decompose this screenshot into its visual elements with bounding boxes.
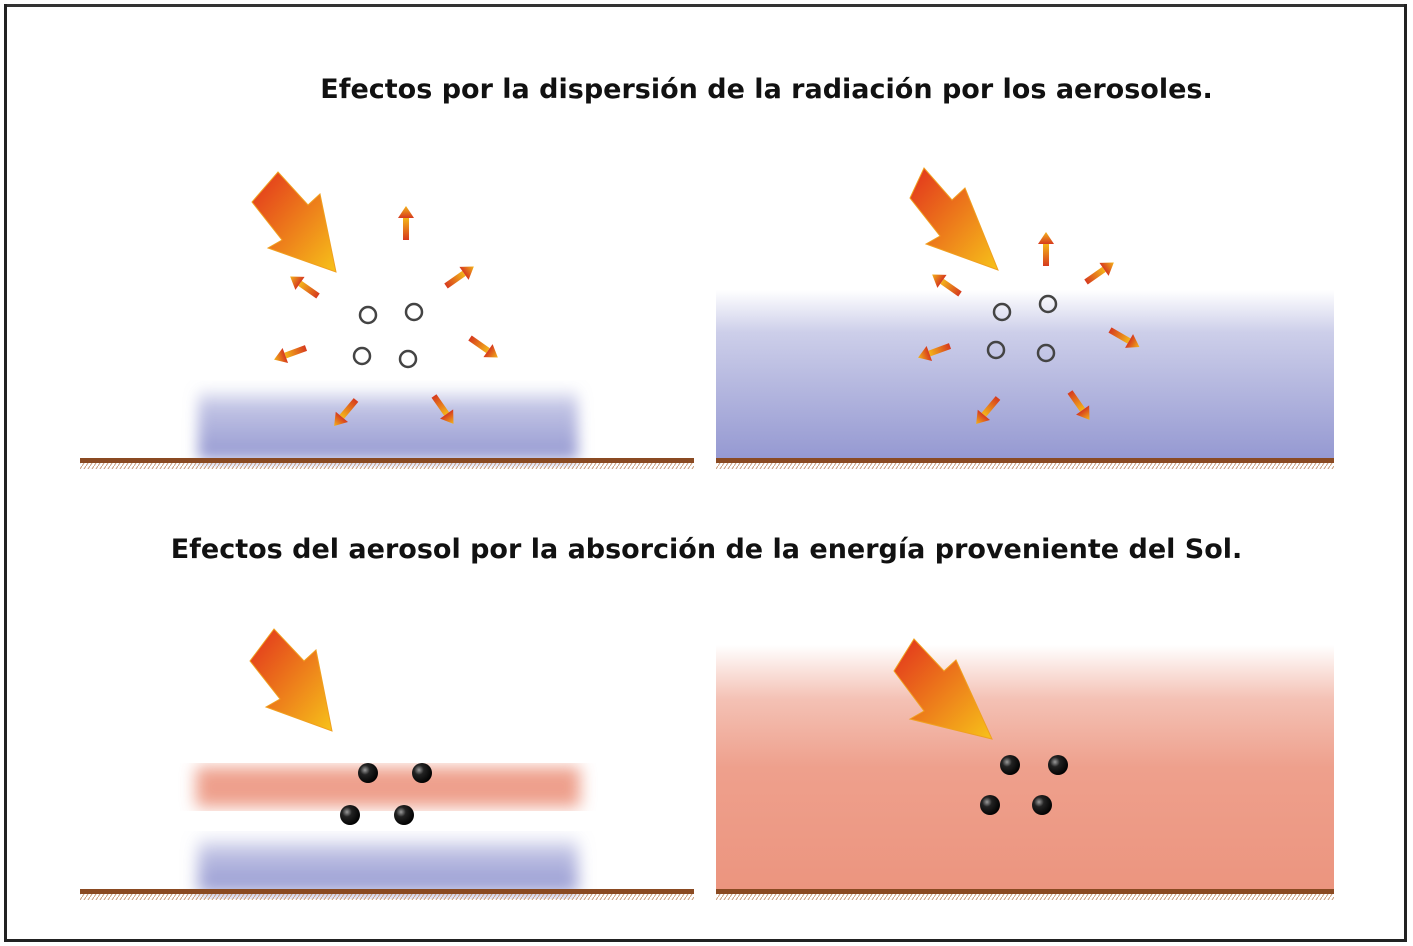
panel-absorption-thin-layer xyxy=(78,615,698,915)
solar-radiation-arrow xyxy=(249,628,333,732)
absorbing-aerosols xyxy=(340,763,432,825)
ground-line xyxy=(716,458,1334,463)
diagram-frame xyxy=(4,4,1407,942)
thick-absorbing-layer xyxy=(716,645,1334,891)
panel-scattering-thick-layer xyxy=(714,160,1344,480)
scattering-aerosols xyxy=(352,302,424,369)
panel-scattering-thin-layer xyxy=(78,160,698,480)
ground-line xyxy=(80,458,694,463)
solar-radiation-arrow xyxy=(909,167,999,271)
absorbing-aerosols xyxy=(980,755,1068,815)
ground-line xyxy=(80,889,694,894)
ground-hatch xyxy=(80,894,694,900)
top-border xyxy=(4,4,1407,7)
absorption-heading: Efectos del aerosol por la absorción de … xyxy=(170,534,1243,565)
ground-line xyxy=(716,889,1334,894)
boundary-layer xyxy=(198,388,578,460)
scattering-aerosols xyxy=(986,294,1058,363)
boundary-layer xyxy=(198,837,578,893)
thick-boundary-layer xyxy=(716,290,1334,460)
panel-absorption-thick-layer xyxy=(714,615,1344,915)
scattered-arrows xyxy=(918,232,1140,425)
ground-hatch xyxy=(80,463,694,469)
ground-hatch xyxy=(716,463,1334,469)
solar-radiation-arrow xyxy=(893,638,993,740)
scattering-heading: Efectos por la dispersión de la radiació… xyxy=(320,74,1213,105)
absorbing-aerosol-layer xyxy=(196,767,580,807)
solar-radiation-arrow xyxy=(251,171,337,273)
scattered-arrows xyxy=(274,206,498,427)
ground-hatch xyxy=(716,894,1334,900)
